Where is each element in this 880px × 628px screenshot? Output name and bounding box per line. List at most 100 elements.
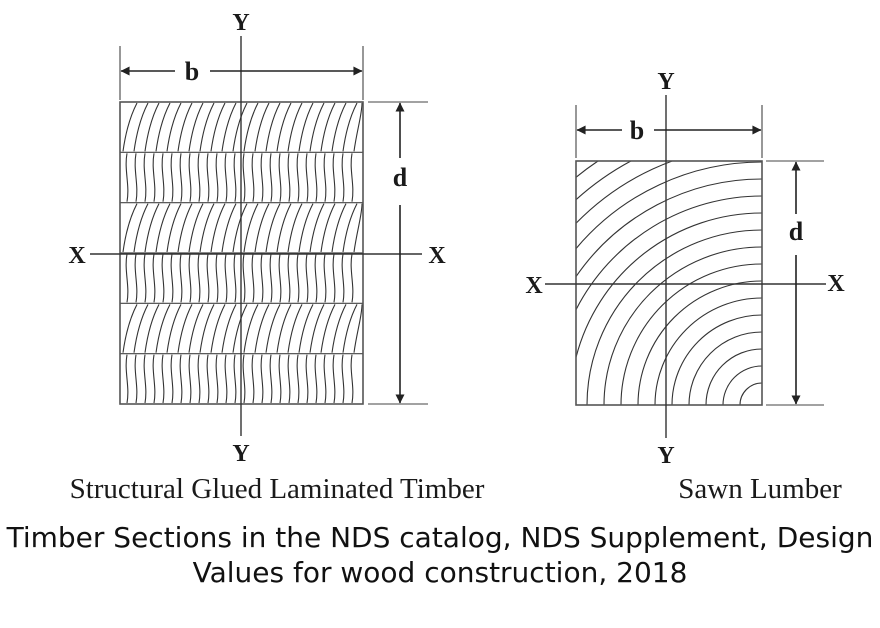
sawn-depth-label: d [789,217,804,246]
glulam-grain-line [287,253,291,303]
glulam-grain-arc [166,203,182,253]
glulam-grain-arc [243,102,259,152]
sawn-growth-ring [575,195,763,310]
glulam-grain-line [188,253,192,303]
glulam-grain-line [350,253,354,303]
glulam-grain-arc [210,203,226,253]
glulam-grain-arc [210,304,226,353]
glulam-grain-arc [188,102,204,152]
glulam-grain-line [161,253,165,303]
glulam-grain-line [125,153,129,202]
glulam-grain-line [179,153,183,202]
sawn-growth-ring [575,160,599,178]
glulam-grain-arc [276,304,292,353]
glulam-grain-line [305,354,309,404]
glulam-grain-line [332,153,336,202]
glulam-grain-line [152,153,156,202]
glulam-grain-arc [265,102,281,152]
glulam-grain-arc [177,102,193,152]
glulam-grain-line [179,253,183,303]
glulam-section: Y Y X X b d Structural Glued Laminated T… [68,10,484,505]
glulam-grain-arc [331,304,347,353]
glulam-grain-line [179,354,183,404]
glulam-grain-arc [144,304,160,353]
glulam-grain-line [251,354,255,404]
sawn-axis-y-bottom-label: Y [657,443,674,469]
glulam-grain-line [296,153,300,202]
glulam-name-label: Structural Glued Laminated Timber [70,473,485,505]
glulam-grain-arc [188,304,204,353]
glulam-grain-line [170,354,174,404]
glulam-grain-arc [331,102,347,152]
sawn-outline [575,160,763,406]
glulam-grain-line [296,253,300,303]
glulam-grain-arc [331,203,347,253]
glulam-grain-arc [221,304,237,353]
glulam-grain-line [341,153,345,202]
sawn-growth-ring [722,365,763,406]
glulam-grain-line [260,253,264,303]
sawn-name-label: Sawn Lumber [678,473,842,505]
sawn-axis-x-right-label: X [827,271,845,297]
glulam-grain-line [134,153,138,202]
glulam-grain-line [206,354,210,404]
glulam-grain-arc [320,203,336,253]
glulam-grain-line [224,253,228,303]
glulam-grain-arc [276,102,292,152]
glulam-grain-arc [133,304,149,353]
glulam-grain-arc [199,102,215,152]
glulam-grain-line [251,253,255,303]
glulam-grain-line [260,153,264,202]
figure-caption: Timber Sections in the NDS catalog, NDS … [6,521,874,589]
glulam-grain-line [125,354,129,404]
glulam-grain-line [278,153,282,202]
glulam-grain-arc [287,304,303,353]
sawn-growth-ring [575,161,763,249]
glulam-grain-line [332,354,336,404]
glulam-grain-arc [353,304,363,353]
glulam-grain-arc [188,203,204,253]
glulam-grain-line [197,354,201,404]
glulam-grain-arc [144,203,160,253]
glulam-grain-arc [254,304,270,353]
glulam-grain-arc [210,102,226,152]
glulam-grain-line [233,253,237,303]
glulam-grain-line [134,354,138,404]
glulam-grain-arc [221,203,237,253]
sawn-growth-ring [739,382,763,406]
sawn-growth-ring [575,212,763,358]
glulam-grain-arc [166,304,182,353]
glulam-grain-line [242,153,246,202]
glulam-grain-line [152,253,156,303]
glulam-grain-arc [276,203,292,253]
glulam-grain-line [215,354,219,404]
glulam-grain-line [341,253,345,303]
glulam-grain-line [341,354,345,404]
glulam-grain-line [287,153,291,202]
glulam-grain-line [260,354,264,404]
glulam-grain-line [134,253,138,303]
glulam-grain-arc [320,102,336,152]
glulam-grain-line [170,253,174,303]
glulam-grain-line [350,153,354,202]
glulam-axis-x-left-label: X [68,243,86,269]
glulam-axis-y-bottom-label: Y [232,441,249,467]
glulam-grain-arc [353,203,363,253]
sawn-growth-ring [654,297,763,406]
glulam-grain-arc [254,102,270,152]
glulam-grain-arc [298,304,314,353]
glulam-grain-line [323,153,327,202]
glulam-grain-line [143,354,147,404]
glulam-grain-arc [144,102,160,152]
glulam-grain-arc [254,203,270,253]
glulam-grain-line [350,354,354,404]
glulam-grain-line [206,153,210,202]
glulam-grain-arc [177,203,193,253]
sawn-section: Y Y X X b d Sawn Lumber [525,69,845,505]
glulam-grain-line [269,153,273,202]
glulam-grain-arc [309,304,325,353]
glulam-grain-line [143,153,147,202]
glulam-grain-line [161,354,165,404]
glulam-grain-arc [122,102,138,152]
